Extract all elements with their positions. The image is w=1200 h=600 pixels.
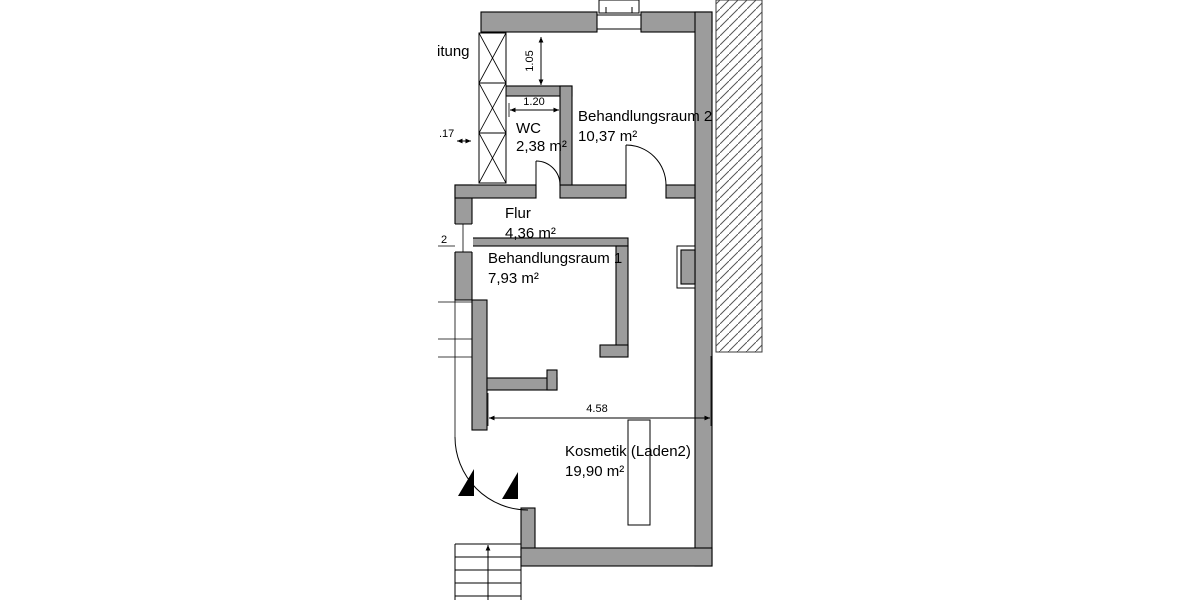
room-label-kosmetik-name: Kosmetik (Laden2) [565, 443, 691, 460]
room-label-wc-area: 2,38 m² [516, 138, 567, 155]
stairs [454, 543, 522, 600]
left-wall-middle [471, 299, 488, 431]
dim-text-105: 1.05 [524, 50, 536, 71]
b1-bottom-wall-hook [546, 369, 558, 391]
room-labels: Behandlungsraum 2 10,37 m² WC 2,38 m² Fl… [437, 43, 712, 480]
dim-text-left-partial: 2 [441, 234, 447, 246]
entry-door-arc [454, 436, 529, 511]
chimney-box [598, 0, 640, 14]
room-label-wc-name: WC [516, 120, 541, 137]
room-label-behandlungsraum1-area: 7,93 m² [488, 270, 539, 287]
counter-cabinet [627, 419, 651, 526]
label-leitung-partial: itung [437, 43, 470, 60]
flur-top-wall-seg3 [665, 184, 696, 199]
entry-door-wedge [502, 472, 518, 499]
neighbor-building-hatch [715, 0, 763, 353]
flur-top-wall-seg2 [559, 184, 627, 199]
room-label-behandlungsraum1-name: Behandlungsraum 1 [488, 250, 622, 267]
dimension-annotations: 1.05 1.20 4.58 .17 2 [438, 37, 712, 426]
room-label-behandlungsraum2-area: 10,37 m² [578, 128, 637, 145]
interior-walls [454, 85, 696, 391]
dim-text-458: 4.58 [586, 403, 607, 415]
flur-top-wall-seg1 [454, 184, 537, 199]
shaft-x-boxes [478, 32, 507, 184]
room-label-behandlungsraum2-name: Behandlungsraum 2 [578, 108, 712, 125]
b1-right-wall-foot [599, 344, 629, 358]
dim-text-17: .17 [439, 128, 454, 140]
top-wall-left-segment [480, 11, 598, 33]
shaft-cross [478, 132, 507, 184]
shaft-cross [478, 32, 507, 84]
left-window-gap [454, 224, 473, 252]
right-wall [694, 11, 713, 567]
doors [454, 144, 667, 511]
dim-text-120: 1.20 [523, 96, 544, 108]
bottom-wall [520, 547, 713, 567]
entry-wall-stub [520, 507, 536, 551]
right-wall-niche-block [680, 249, 696, 285]
hatch-block [715, 0, 763, 353]
shaft-cross [478, 82, 507, 134]
windows-openings [454, 0, 696, 289]
furniture [627, 419, 651, 526]
room-label-flur-name: Flur [505, 205, 531, 222]
room-label-kosmetik-area: 19,90 m² [565, 463, 624, 480]
b2-door-arc [625, 144, 667, 186]
entry-door-wedge [458, 469, 474, 496]
wc-door-arc [535, 160, 561, 186]
room-label-flur-area: 4,36 m² [505, 225, 556, 242]
exterior-steps [438, 300, 472, 437]
wc-right-wall [559, 85, 573, 186]
